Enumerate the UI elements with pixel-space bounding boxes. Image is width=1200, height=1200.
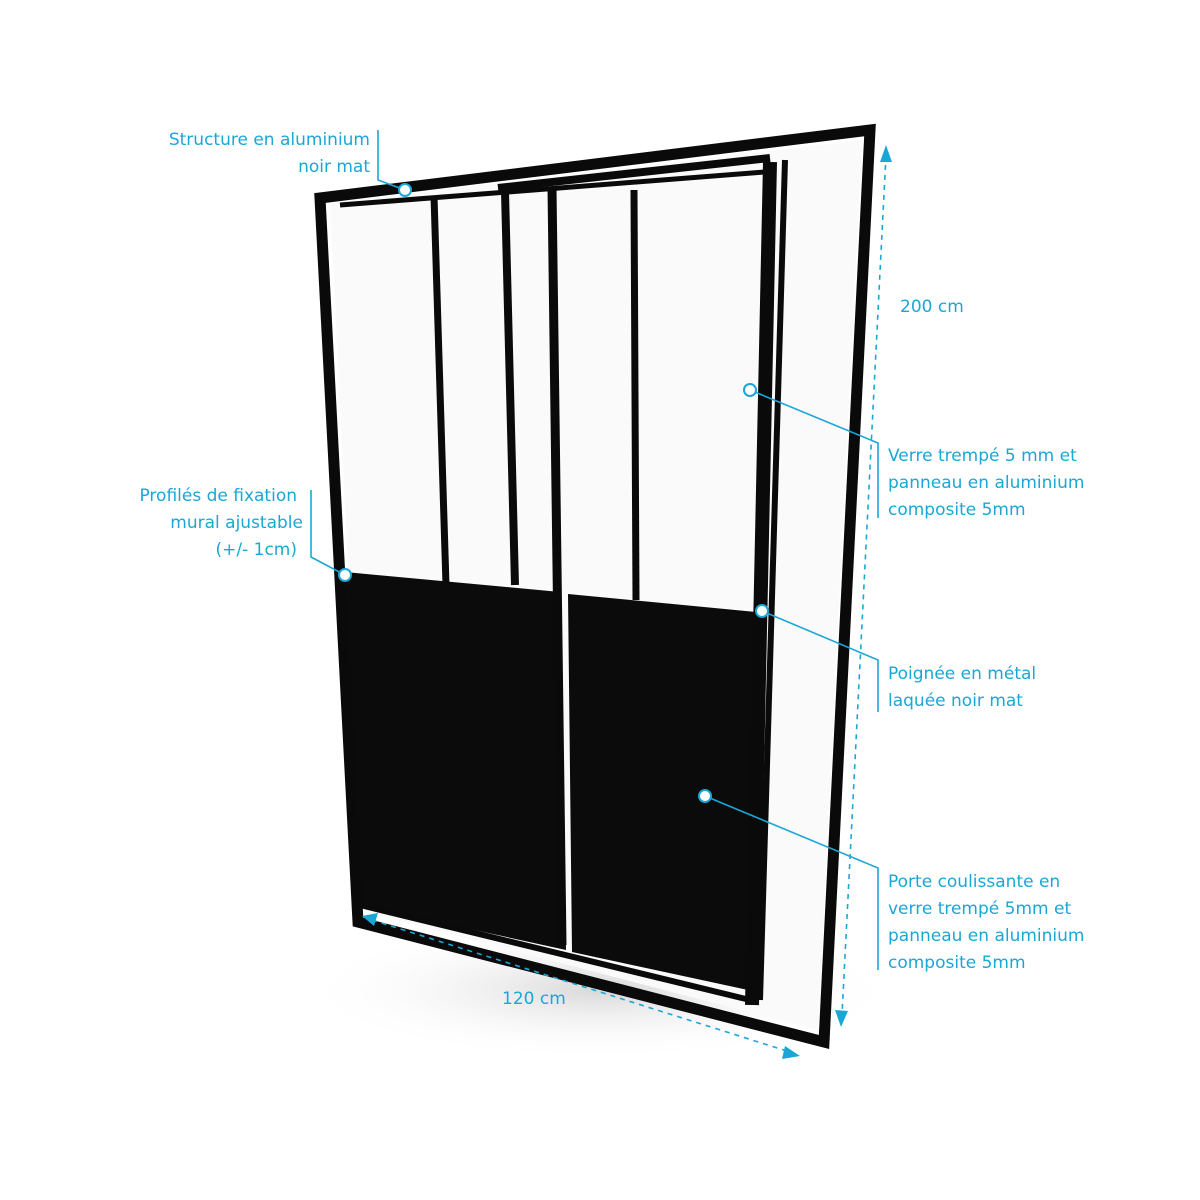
height-dimension: 200 cm (835, 145, 964, 1027)
callout-profiles: Profilés de fixation mural ajustable (+/… (139, 486, 352, 582)
svg-text:Structure en aluminium: Structure en aluminium (169, 130, 370, 150)
height-label: 200 cm (900, 297, 964, 317)
svg-text:laquée noir mat: laquée noir mat (888, 691, 1023, 711)
callout-handle: Poignée en métal laquée noir mat (755, 604, 1036, 712)
svg-text:panneau en aluminium: panneau en aluminium (888, 926, 1084, 946)
svg-text:verre trempé 5mm et: verre trempé 5mm et (888, 899, 1071, 919)
svg-text:composite 5mm: composite 5mm (888, 500, 1026, 520)
svg-text:Porte coulissante en: Porte coulissante en (888, 872, 1060, 892)
svg-text:panneau en aluminium: panneau en aluminium (888, 473, 1084, 493)
svg-text:composite 5mm: composite 5mm (888, 953, 1026, 973)
svg-text:Profilés de fixation: Profilés de fixation (139, 486, 297, 506)
callout-door: Porte coulissante en verre trempé 5mm et… (698, 789, 1084, 973)
svg-text:(+/- 1cm): (+/- 1cm) (216, 540, 298, 560)
width-dimension: 120 cm (362, 913, 800, 1059)
left-lower-panel (345, 572, 566, 950)
right-lower-panel (568, 594, 756, 990)
callout-glass: Verre trempé 5 mm et panneau en aluminiu… (743, 383, 1084, 520)
callout-structure: Structure en aluminium noir mat (169, 130, 412, 197)
svg-text:mural ajustable: mural ajustable (170, 513, 303, 533)
width-label: 120 cm (502, 989, 566, 1009)
door-frame (314, 123, 876, 1050)
svg-text:noir mat: noir mat (298, 157, 370, 177)
svg-text:Poignée en métal: Poignée en métal (888, 664, 1036, 684)
svg-text:Verre trempé 5 mm et: Verre trempé 5 mm et (888, 446, 1077, 466)
